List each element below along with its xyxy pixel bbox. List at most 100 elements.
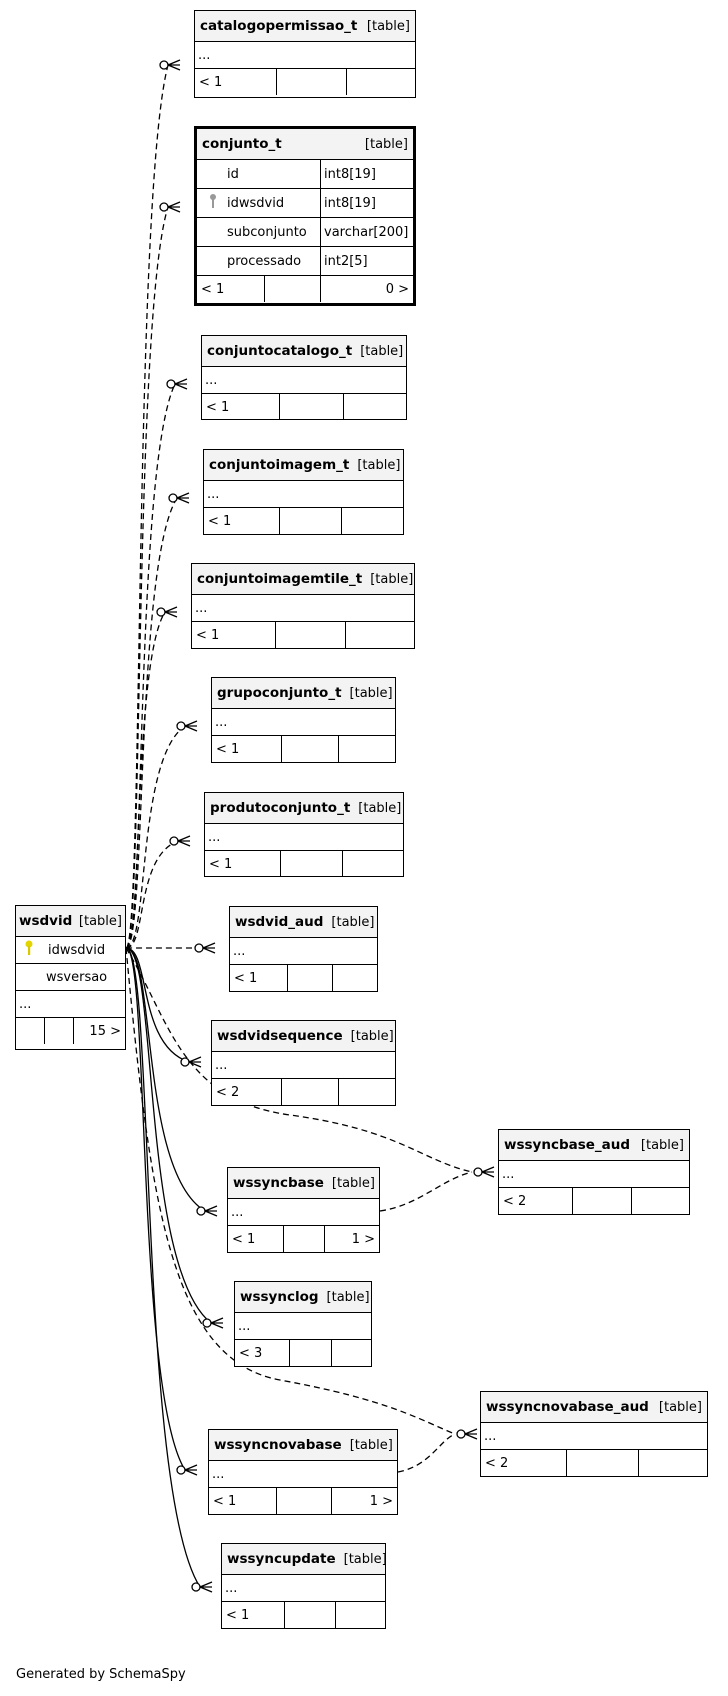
table-grupoconjunto_t[interactable]: grupoconjunto_t[table] ... < 1 <box>211 677 396 763</box>
columns-ellipsis: ... <box>481 1423 707 1450</box>
table-tag: [table] <box>350 1028 394 1044</box>
edge-wssyncupdate-end <box>191 1581 213 1593</box>
table-wsdvid[interactable]: wsdvid[table] idwsdvid wsversao ... 15 > <box>15 905 126 1050</box>
table-footer: < 2 <box>212 1079 395 1105</box>
table-conjuntocatalogo_t[interactable]: conjuntocatalogo_t[table] ... < 1 <box>201 335 407 420</box>
table-tag: [table] <box>658 1399 702 1415</box>
edge-conjuntoimagemtile_t <box>125 611 166 949</box>
children-count: 1 > <box>351 1231 375 1247</box>
table-footer: < 3 <box>235 1340 371 1366</box>
parents-count: < 1 <box>222 1602 285 1628</box>
table-wssyncupdate[interactable]: wssyncupdate[table] ... < 1 <box>221 1543 387 1629</box>
edge-produtoconjunto_t-end <box>169 835 191 847</box>
edge-wssyncbase <box>125 947 206 1212</box>
children-count: 1 > <box>369 1493 393 1509</box>
table-footer: < 1 <box>222 1602 385 1628</box>
parents-count: < 3 <box>235 1340 290 1366</box>
children-count <box>332 1340 371 1366</box>
table-tag: [table] <box>343 1551 387 1567</box>
parents-count: < 1 <box>228 1226 284 1252</box>
edge-wssyncbase_aud-end <box>473 1166 495 1178</box>
table-footer: < 1 <box>204 508 403 534</box>
table-tag: [table] <box>358 800 402 816</box>
table-name: wsdvid_aud <box>235 914 324 930</box>
edge-conjuntoimagem_t <box>125 497 178 949</box>
edge-wssynclog <box>125 947 212 1324</box>
column-name: wsversao <box>46 969 108 985</box>
table-name: grupoconjunto_t <box>217 685 342 701</box>
table-wsdvidsequence[interactable]: wsdvidsequence[table] ... < 2 <box>211 1020 396 1106</box>
table-wsdvid_aud[interactable]: wsdvid_aud[table] ... < 1 <box>229 906 378 992</box>
table-name: produtoconjunto_t <box>210 800 351 816</box>
table-footer: 15 > <box>16 1018 125 1044</box>
edge-wssyncbase_aud-from-wsdvid <box>125 947 473 1173</box>
column-name: processado <box>227 253 302 269</box>
table-name: conjuntoimagem_t <box>209 457 350 473</box>
edge-grupoconjunto_t-end <box>176 720 198 732</box>
edge-wsdvidsequence-end <box>180 1056 202 1068</box>
edge-grupoconjunto_t <box>125 725 186 949</box>
table-tag: [table] <box>326 1289 370 1305</box>
table-tag: [table] <box>349 1437 393 1453</box>
table-footer: < 1 0 > <box>197 276 413 302</box>
table-name: wssyncnovabase <box>214 1437 342 1453</box>
columns-ellipsis: ... <box>212 709 395 736</box>
table-name: conjunto_t <box>202 136 282 152</box>
edge-wssyncnovabase <box>125 947 186 1471</box>
edge-catalogopermissao_t <box>125 64 169 949</box>
table-footer: < 1 <box>202 394 406 420</box>
generated-by-credit: Generated by SchemaSpy <box>16 1667 186 1682</box>
columns-ellipsis: ... <box>204 481 403 508</box>
edge-produtoconjunto_t <box>125 840 179 949</box>
children-count <box>639 1450 707 1476</box>
edge-catalogopermissao_t-end <box>159 59 181 71</box>
table-name: wssyncbase <box>233 1175 324 1191</box>
table-footer: < 2 <box>499 1188 689 1214</box>
children-count: 0 > <box>385 281 409 297</box>
edge-wsdvid_aud-end <box>194 942 216 954</box>
parents-count: < 1 <box>205 851 281 877</box>
table-name: conjuntoimagemtile_t <box>197 571 363 587</box>
table-wssyncbase_aud[interactable]: wssyncbase_aud[table] ... < 2 <box>498 1129 690 1215</box>
columns-ellipsis: ... <box>222 1575 385 1602</box>
edge-wssyncbase-end <box>196 1205 218 1217</box>
table-tag: [table] <box>331 914 375 930</box>
table-footer: < 1 <box>205 851 403 877</box>
table-footer: < 1 1 > <box>228 1226 379 1252</box>
table-footer: < 1 <box>212 736 395 762</box>
column-type: varchar[200] <box>324 224 409 240</box>
table-catalogopermissao_t[interactable]: catalogopermissao_t[table] ... < 1 <box>194 10 416 98</box>
table-name: wssyncnovabase_aud <box>486 1399 649 1415</box>
children-count <box>339 1079 395 1105</box>
table-footer: < 2 <box>481 1450 707 1476</box>
edge-wssynclog-end <box>202 1317 224 1329</box>
table-produtoconjunto_t[interactable]: produtoconjunto_t[table] ... < 1 <box>204 792 404 877</box>
edge-wssyncnovabase_aud-end <box>456 1428 478 1440</box>
children-count <box>333 965 377 991</box>
children-count <box>336 1602 385 1628</box>
table-footer: < 1 <box>195 69 415 95</box>
parents-count <box>16 1018 45 1044</box>
edge-wssyncnovabase_aud-from-wssyncnovabase <box>397 1433 456 1473</box>
children-count <box>342 508 403 534</box>
table-conjuntoimagemtile_t[interactable]: conjuntoimagemtile_t[table] ... < 1 <box>191 563 415 649</box>
column-name: id <box>227 166 239 182</box>
parents-count: < 1 <box>197 276 265 302</box>
table-conjuntoimagem_t[interactable]: conjuntoimagem_t[table] ... < 1 <box>203 449 404 535</box>
edge-conjuntoimagemtile_t-end <box>156 606 178 618</box>
table-wssynclog[interactable]: wssynclog[table] ... < 3 <box>234 1281 372 1367</box>
parents-count: < 2 <box>212 1079 282 1105</box>
table-tag: [table] <box>366 18 410 34</box>
edge-wssyncupdate <box>125 947 201 1588</box>
table-name: wsdvid <box>19 913 73 929</box>
parents-count: < 1 <box>195 69 277 95</box>
columns-ellipsis: ... <box>192 595 414 622</box>
children-count <box>346 622 414 648</box>
edge-wssyncbase_aud-from-wssyncbase <box>379 1171 473 1212</box>
table-wssyncnovabase_aud[interactable]: wssyncnovabase_aud [table] ... < 2 <box>480 1391 708 1477</box>
